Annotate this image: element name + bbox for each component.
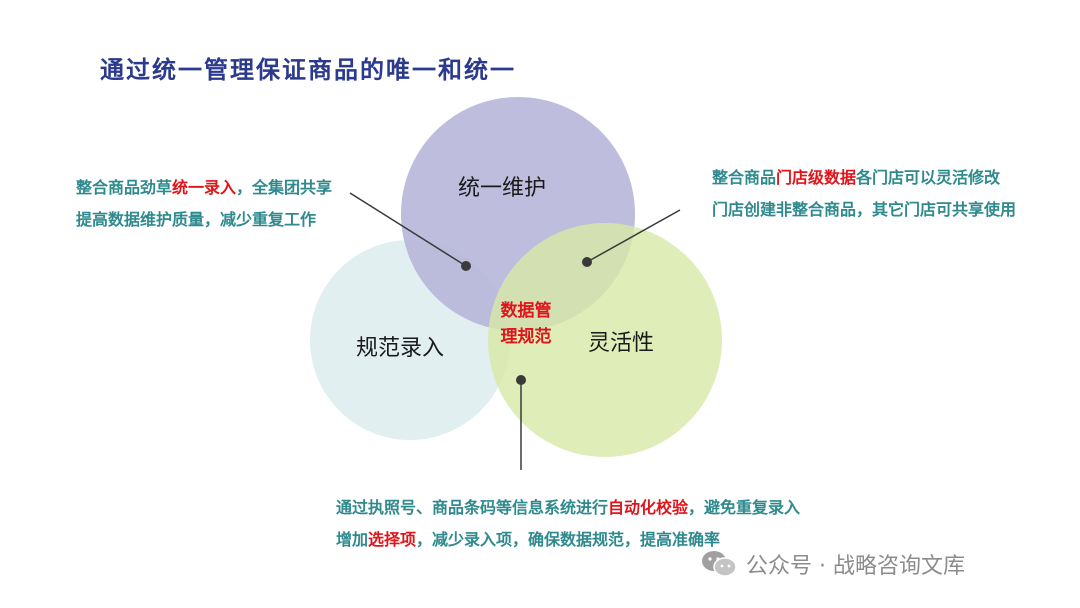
note-bottom-line2: 增加选择项，减少录入项，确保数据规范，提高准确率 [336, 530, 721, 549]
page-title: 通过统一管理保证商品的唯一和统一 [100, 55, 516, 84]
pointer-left-line [349, 192, 467, 267]
center-label: 数据管 理规范 [486, 298, 566, 350]
circle-right-label: 灵活性 [588, 331, 655, 356]
circle-right [488, 223, 722, 457]
note-left-line2: 提高数据维护质量，减少重复工作 [76, 210, 317, 229]
note-left-line1: 整合商品劲草统一录入，全集团共享 [76, 178, 333, 197]
wechat-icon [702, 551, 737, 577]
note-right-highlight: 门店级数据 [776, 168, 857, 187]
circle-top-label: 统一维护 [458, 176, 547, 201]
note-bottom-highlight2: 选择项 [368, 530, 417, 549]
note-right-line2: 门店创建非整合商品，其它门店可共享使用 [712, 200, 1017, 219]
center-label-line2: 理规范 [500, 327, 552, 347]
note-left-highlight: 统一录入 [172, 178, 237, 197]
pointer-right-line [586, 209, 681, 263]
note-right: 整合商品门店级数据各门店可以灵活修改 门店创建非整合商品，其它门店可共享使用 [712, 162, 1016, 226]
pointer-right-dot [582, 257, 592, 267]
note-bottom-line1: 通过执照号、商品条码等信息系统进行自动化校验，避免重复录入 [336, 498, 801, 517]
pointer-left-dot [461, 261, 471, 271]
note-left: 整合商品劲草统一录入，全集团共享 提高数据维护质量，减少重复工作 [76, 172, 332, 236]
center-label-line1: 数据管 [500, 301, 552, 321]
note-bottom-highlight1: 自动化校验 [608, 498, 689, 517]
watermark: 公众号 · 战略咨询文库 [700, 548, 965, 580]
watermark-text: 公众号 · 战略咨询文库 [746, 554, 965, 579]
note-bottom: 通过执照号、商品条码等信息系统进行自动化校验，避免重复录入 增加选择项，减少录入… [336, 492, 800, 556]
circle-left-label: 规范录入 [356, 336, 445, 361]
pointer-bottom-dot [516, 375, 526, 385]
note-right-line1: 整合商品门店级数据各门店可以灵活修改 [712, 168, 1001, 187]
